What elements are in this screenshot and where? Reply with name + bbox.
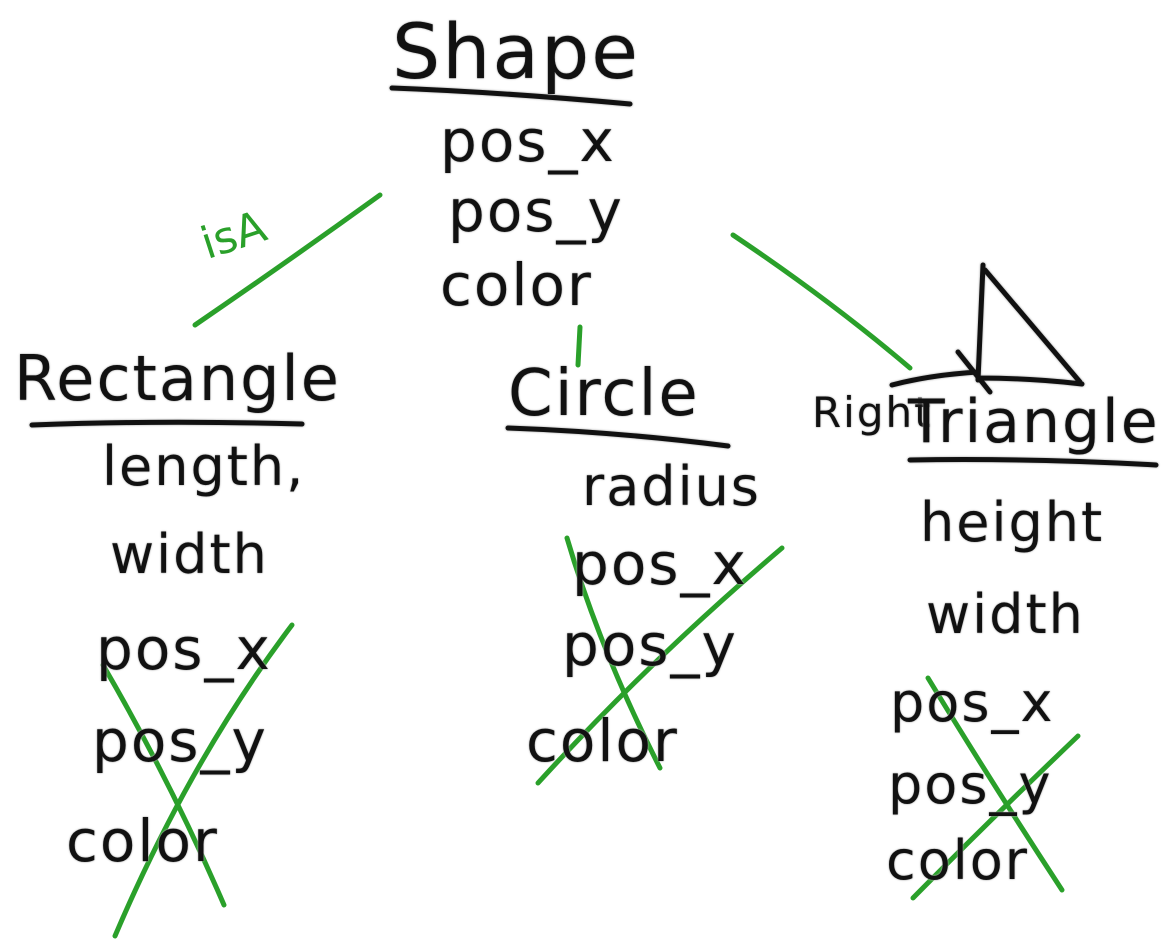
circle-crossed-color: color (526, 707, 679, 775)
triangle-cross-b (910, 733, 1081, 901)
triangle-crossed-pos-y: pos_y (888, 753, 1053, 816)
shape-attr-color: color (440, 251, 593, 319)
shape-attr-pos-y: pos_y (448, 177, 624, 245)
shape-title-underline (389, 85, 633, 107)
triangle-title-underline (907, 457, 1159, 468)
circle-cross-a (564, 535, 663, 771)
triangle-crossed-pos-x: pos_x (890, 671, 1055, 734)
circle-title-underline (505, 425, 731, 449)
rectangle-title-underline (29, 419, 305, 428)
rectangle-attr-length: length, (102, 435, 306, 498)
triangle-title-prefix: Right (812, 388, 933, 437)
link-shape-rectangle (192, 192, 383, 328)
link-shape-triangle (730, 232, 913, 371)
triangle-attr-height: height (920, 491, 1105, 554)
rectangle-crossed-color: color (66, 807, 219, 875)
shape-attr-pos-x: pos_x (440, 107, 616, 175)
triangle-title: Triangle (908, 387, 1160, 457)
shape-title: Shape (392, 7, 640, 96)
circle-cross-b (535, 545, 785, 786)
link-shape-circle (575, 324, 583, 368)
triangle-sketch-icon (975, 262, 1085, 387)
rectangle-cross-b (112, 622, 295, 939)
rectangle-crossed-pos-y: pos_y (92, 707, 268, 775)
circle-title: Circle (508, 357, 700, 431)
circle-crossed-pos-x: pos_x (572, 530, 748, 598)
triangle-crossed-color: color (886, 829, 1029, 892)
rectangle-cross-a (100, 662, 227, 908)
triangle-cross-a (925, 675, 1065, 893)
circle-crossed-pos-y: pos_y (562, 611, 738, 679)
rectangle-title: Rectangle (14, 342, 341, 415)
triangle-arrow-icon (889, 349, 993, 395)
rectangle-attr-width: width (110, 523, 269, 586)
triangle-attr-width: width (926, 583, 1085, 646)
circle-attr-radius: radius (582, 455, 761, 518)
rectangle-crossed-pos-x: pos_x (96, 615, 272, 683)
